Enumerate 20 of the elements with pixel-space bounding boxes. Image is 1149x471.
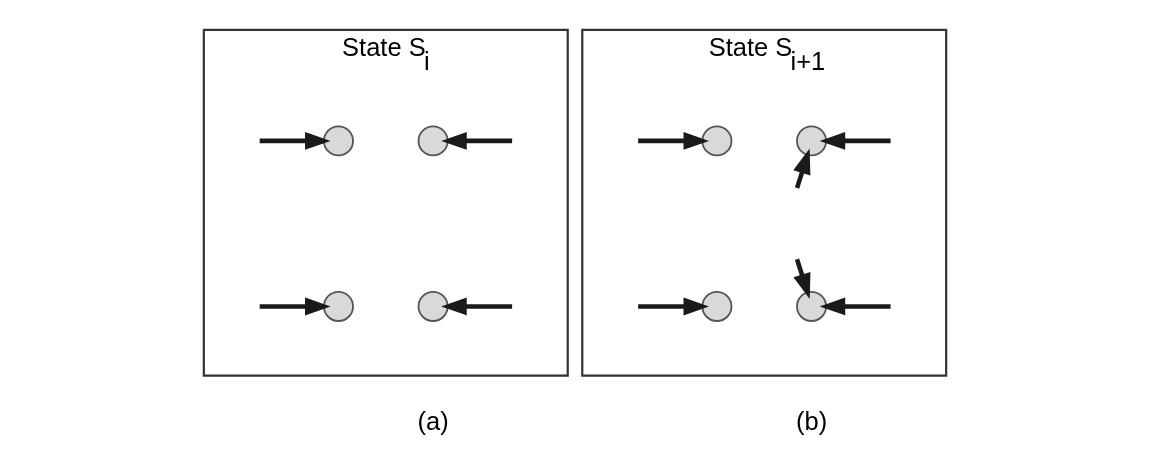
node-circle [322,125,354,157]
arrow [440,131,512,150]
arrow [637,297,709,316]
node-label: (a) [417,406,449,435]
node-circle [700,291,732,322]
arrow [259,131,331,150]
node-label: (b) [795,406,827,435]
arrow [792,148,810,189]
arrow [440,297,512,316]
node-circle [417,291,449,322]
arrow [792,258,810,299]
arrow [637,131,709,150]
node-circle [700,125,732,157]
arrow [259,297,331,316]
node-circle [795,125,827,157]
node-circle [417,125,449,157]
arrow [819,297,891,316]
node-circle [795,291,827,322]
arrow [819,131,891,150]
node-circle [322,291,354,322]
